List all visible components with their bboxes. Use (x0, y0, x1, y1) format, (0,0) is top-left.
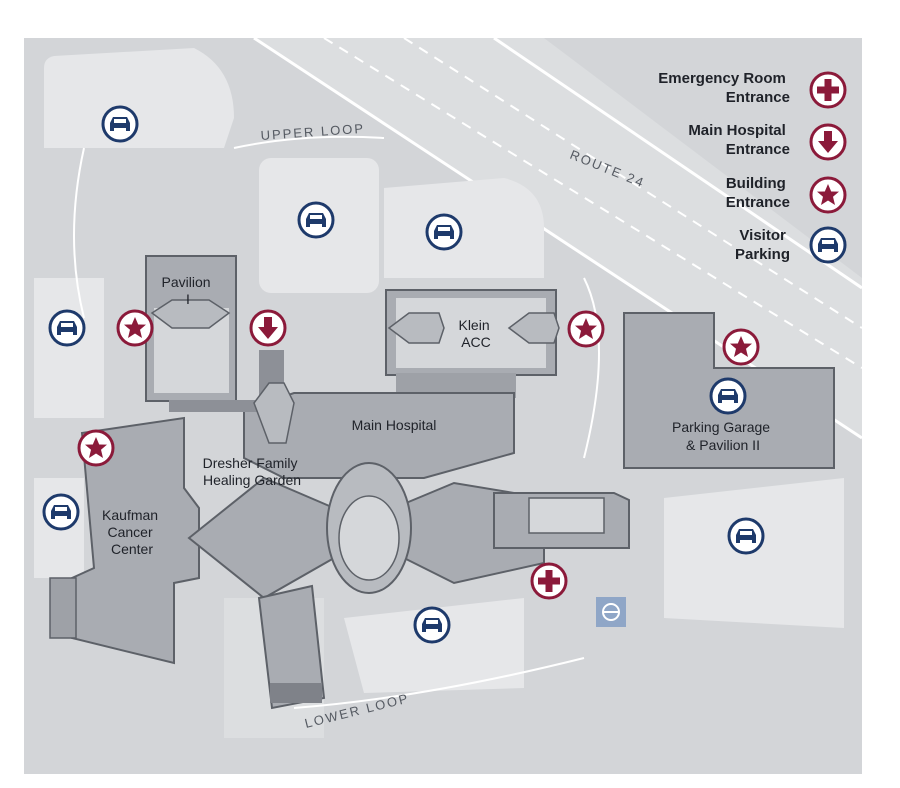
klein-acc-label: Klein ACC (458, 317, 493, 350)
plus-icon[interactable] (530, 562, 568, 600)
upper-loop-label: UPPER LOOP (260, 121, 365, 143)
garden-label: Dresher Family Healing Garden (203, 455, 302, 488)
car-icon[interactable] (48, 309, 86, 347)
campus-map: ROUTE 24 UPPER LOOP LOWER LOOP Pavilion … (24, 38, 862, 774)
legend-parking-text: Visitor Parking (735, 227, 790, 263)
pavilion-1-label: Pavilion I (162, 274, 215, 307)
legend-main-entrance-text: Main Hospital Entrance (688, 122, 790, 158)
car-icon (809, 226, 847, 264)
car-icon[interactable] (727, 517, 765, 555)
kaufman-label: Kaufman Cancer Center (102, 507, 162, 557)
loop-roads (73, 135, 600, 709)
buildings (49, 255, 835, 710)
car-icon[interactable] (413, 606, 451, 644)
legend: Emergency Room Entrance Main Hospital En… (658, 70, 847, 264)
map-canvas: ROUTE 24 UPPER LOOP LOWER LOOP Pavilion … (34, 38, 862, 738)
car-icon[interactable] (297, 201, 335, 239)
plus-icon (809, 71, 847, 109)
transit-icon[interactable] (596, 597, 626, 627)
star-icon[interactable] (567, 310, 605, 348)
car-icon[interactable] (101, 105, 139, 143)
garage-label: Parking Garage & Pavilion II (672, 419, 774, 453)
car-icon[interactable] (425, 213, 463, 251)
main-hospital-label: Main Hospital (352, 417, 437, 433)
car-icon[interactable] (42, 493, 80, 531)
car-icon[interactable] (709, 377, 747, 415)
legend-building-entrance-text: Building Entrance (726, 175, 790, 211)
star-icon (809, 176, 847, 214)
legend-emergency-text: Emergency Room Entrance (658, 70, 790, 106)
star-icon[interactable] (722, 328, 760, 366)
arrow-down-icon[interactable] (249, 309, 287, 347)
arrow-down-icon (809, 123, 847, 161)
star-icon[interactable] (116, 309, 154, 347)
star-icon[interactable] (77, 429, 115, 467)
